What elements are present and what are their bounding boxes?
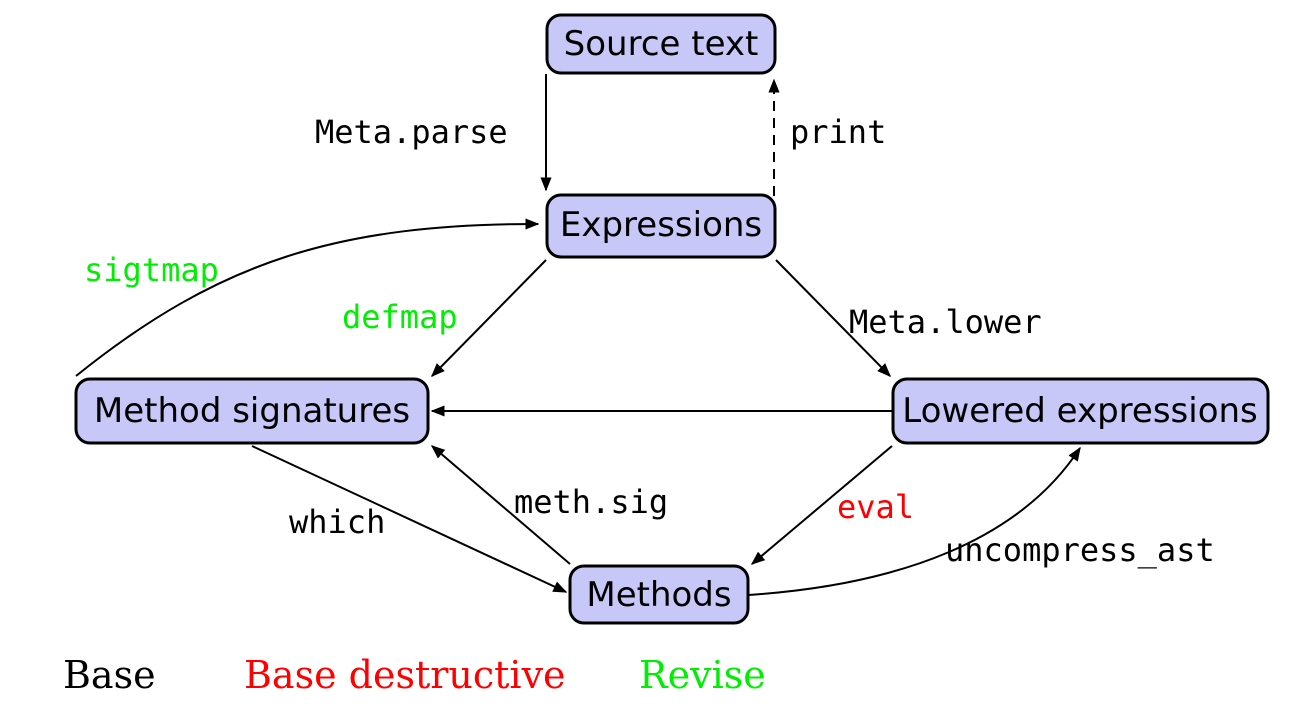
edge-meth-sig	[430, 445, 571, 565]
label-meth-sig: meth.sig	[514, 483, 668, 521]
node-expressions-label: Expressions	[560, 205, 762, 245]
legend-base-destructive: Base destructive	[244, 653, 566, 697]
edges	[75, 74, 1081, 596]
edge-sigtmap	[75, 218, 540, 377]
label-which: which	[289, 503, 385, 541]
legend-revise: Revise	[639, 653, 766, 697]
legend-base: Base	[63, 653, 156, 697]
node-methods-label: Methods	[586, 575, 731, 615]
label-eval: eval	[837, 488, 914, 526]
node-method-signatures: Method signatures	[74, 377, 430, 445]
edge-meta-lower	[775, 259, 891, 377]
label-defmap: defmap	[342, 298, 458, 336]
edge-labels: Meta.parse print sigtmap defmap Meta.low…	[84, 113, 1215, 569]
node-lowered-expressions: Lowered expressions	[891, 377, 1270, 445]
node-methods: Methods	[568, 564, 750, 625]
label-meta-parse: Meta.parse	[315, 113, 508, 151]
edge-uncompress-ast	[747, 446, 1081, 596]
label-print: print	[790, 113, 886, 151]
node-lowered-expressions-label: Lowered expressions	[902, 391, 1258, 431]
node-expressions: Expressions	[545, 193, 777, 259]
edge-which	[251, 445, 568, 593]
legend: Base Base destructive Revise	[63, 653, 766, 697]
edge-defmap	[431, 259, 547, 377]
label-uncompress-ast: uncompress_ast	[945, 531, 1215, 569]
label-sigtmap: sigtmap	[84, 251, 219, 289]
node-method-signatures-label: Method signatures	[94, 391, 410, 431]
edge-eval	[750, 445, 893, 565]
label-meta-lower: Meta.lower	[849, 303, 1042, 341]
node-source-text-label: Source text	[564, 24, 759, 64]
node-source-text: Source text	[545, 13, 777, 75]
